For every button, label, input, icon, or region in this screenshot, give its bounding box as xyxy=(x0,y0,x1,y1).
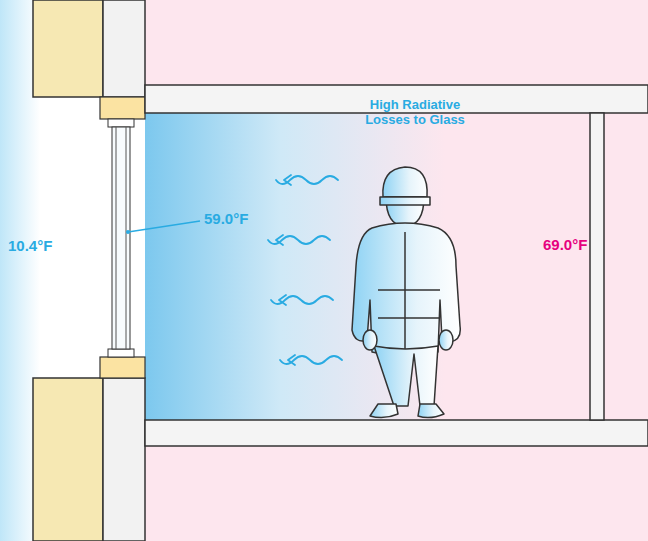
callout-note: High Radiative Losses to Glass xyxy=(360,98,470,128)
outdoor-temperature: 10.4°F xyxy=(8,237,52,254)
room-temperature: 69.0°F xyxy=(543,236,587,253)
glass-temperature: 59.0°F xyxy=(204,210,248,227)
